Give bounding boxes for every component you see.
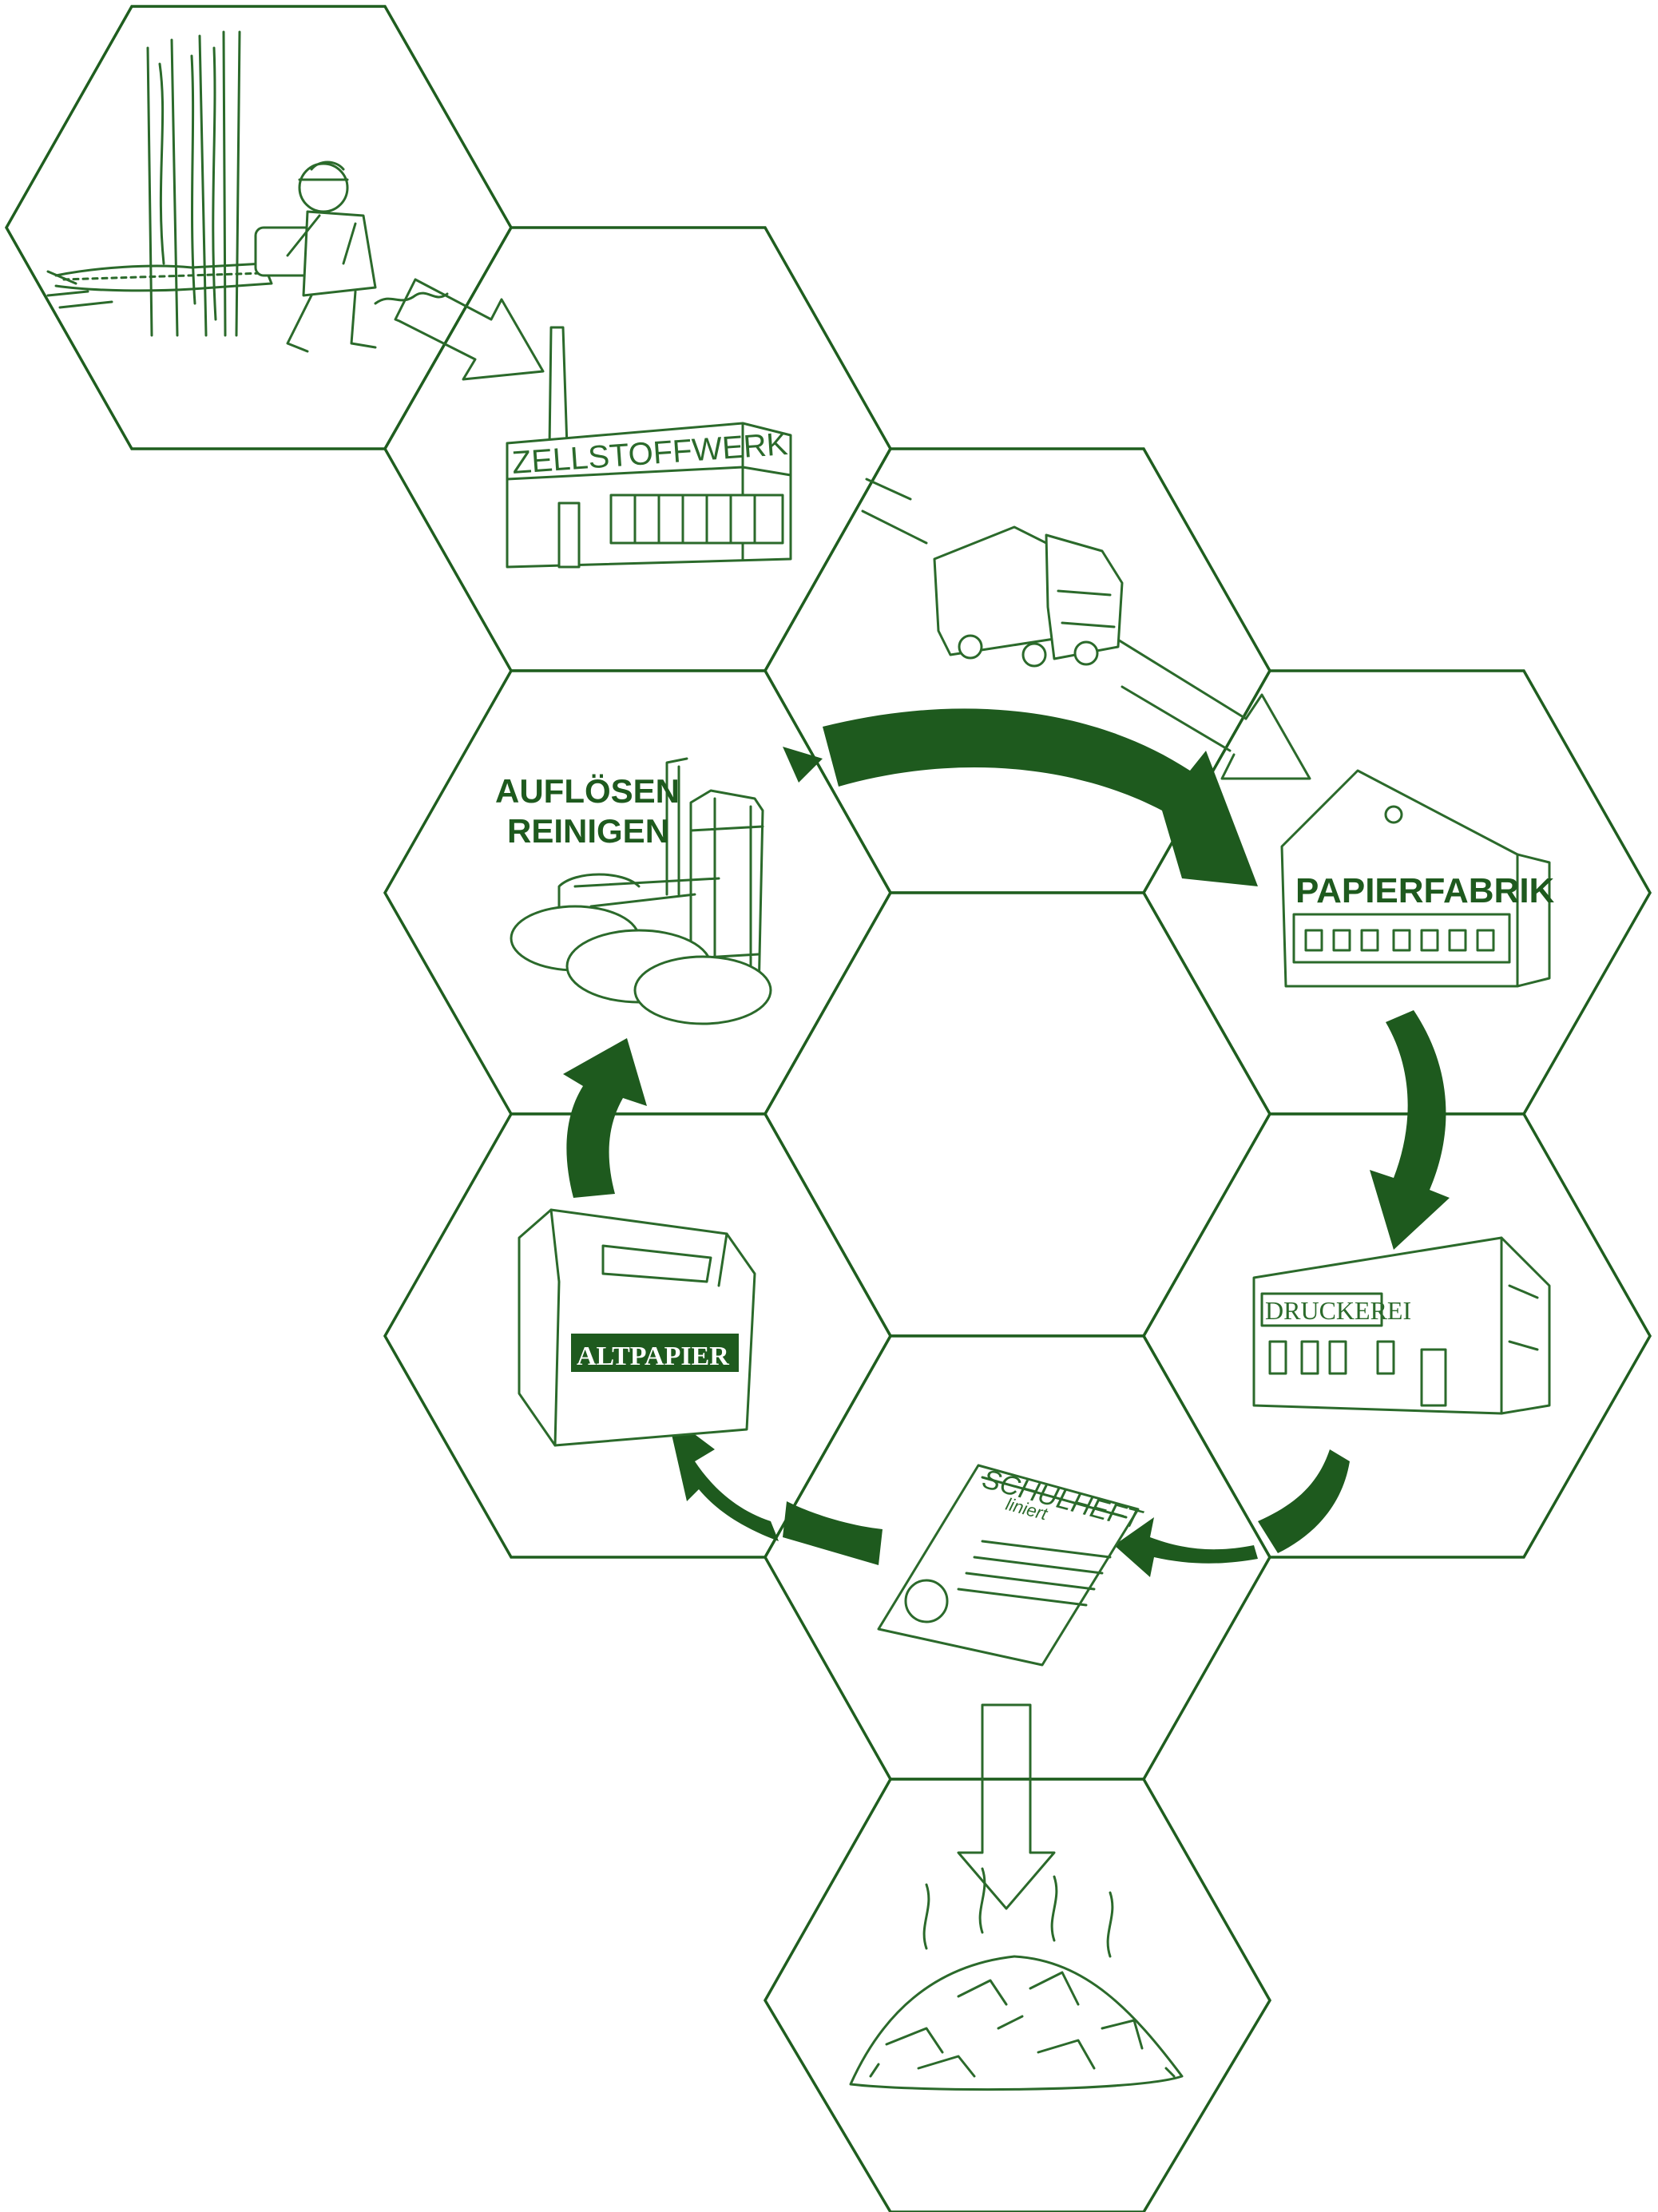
print-shop-label: DRUCKEREI <box>1265 1296 1411 1325</box>
truck-icon <box>933 525 1124 668</box>
pulper-label-clean: REINIGEN <box>507 812 669 850</box>
arrow-recycle-to-paper-mill <box>783 708 1258 886</box>
hex-grid <box>4 5 1652 2212</box>
arrow-notebook-to-waste <box>957 1703 1056 1910</box>
arrow-notebook-to-paper-bin <box>667 1413 883 1565</box>
pulping-tanks-icon: AUFLÖSEN REINIGEN <box>495 757 772 1025</box>
print-shop-building-icon: DRUCKEREI <box>1252 1236 1551 1415</box>
arrow-pulp-mill-to-paper-mill <box>861 478 1311 780</box>
burning-waste-pile-icon <box>849 1867 1184 2091</box>
arrow-paper-bin-to-pulper <box>563 1038 647 1198</box>
lumberjack-chainsaw-icon <box>46 30 449 353</box>
waste-paper-container-icon: ALTPAPIER <box>518 1208 756 1447</box>
paper-mill-label: PAPIERFABRIK <box>1295 871 1555 910</box>
paper-bin-label: ALTPAPIER <box>577 1342 729 1371</box>
arrow-forest-to-pulp-mill <box>394 278 545 381</box>
arrow-paper-mill-to-print-shop <box>1370 1010 1450 1250</box>
pulper-label-dissolve: AUFLÖSEN <box>495 772 680 810</box>
paper-mill-building-icon: PAPIERFABRIK <box>1280 769 1555 988</box>
arrow-print-shop-to-notebook <box>1114 1449 1350 1577</box>
pulp-mill-factory-icon: ZELLSTOFFWERK <box>506 326 792 569</box>
